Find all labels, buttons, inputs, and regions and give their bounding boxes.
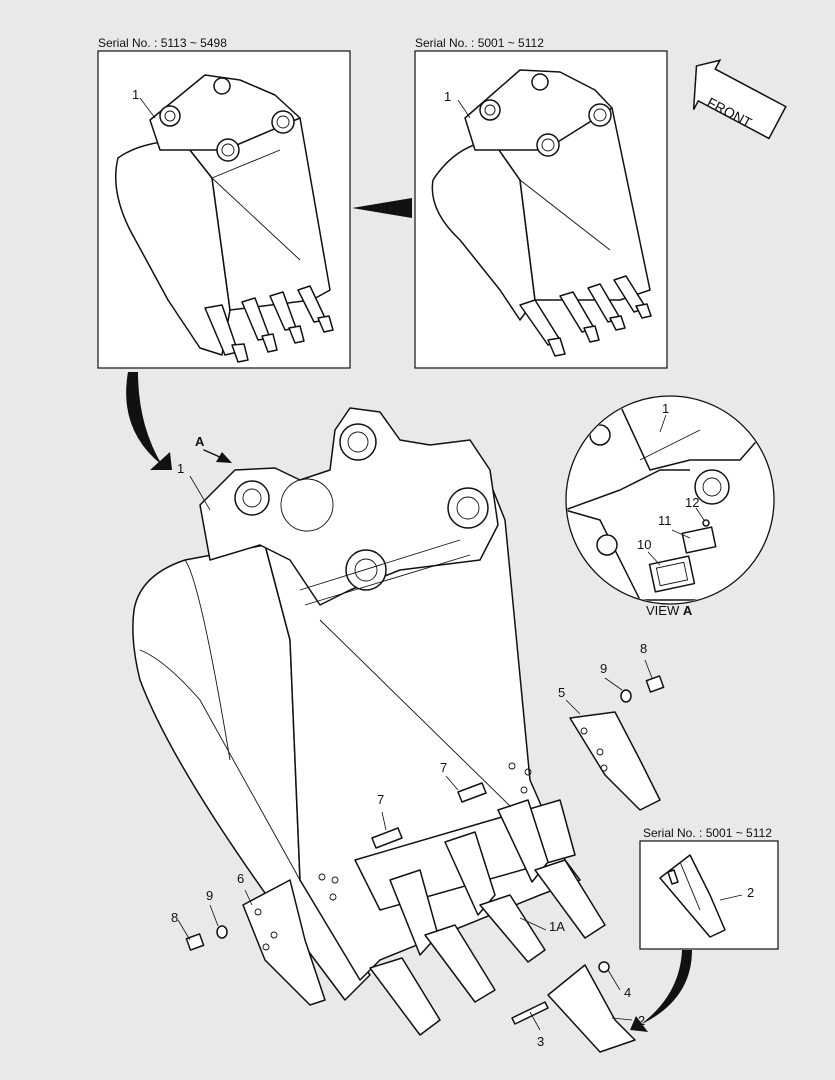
main-callout-9-right: 9 (600, 661, 608, 676)
main-callout-1: 1 (177, 461, 185, 476)
main-callout-7-lower: 7 (377, 792, 385, 807)
inset-left-callout: 1 (132, 87, 140, 102)
view-label: VIEW A (646, 603, 693, 618)
view-a-arrow-icon (203, 449, 232, 463)
main-callout-3: 3 (537, 1034, 545, 1049)
main-callout-7-upper: 7 (440, 760, 448, 775)
curved-arrow-left-icon (126, 372, 162, 465)
view-arrow-letter: A (195, 434, 205, 449)
main-callout-6: 6 (237, 871, 245, 886)
inset-right-serial: Serial No. : 5001 ~ 5112 (415, 36, 544, 50)
replacement-arrow-icon (352, 198, 412, 218)
main-callout-5: 5 (558, 685, 566, 700)
front-arrow-icon (692, 59, 787, 140)
curved-arrow-right-icon (640, 950, 692, 1025)
main-callout-4: 4 (624, 985, 632, 1000)
inset-left-panel (97, 50, 351, 369)
view-callout-11: 11 (658, 513, 672, 528)
main-callout-1a: 1A (549, 919, 565, 934)
main-callout-2: 2 (638, 1013, 646, 1028)
view-callout-12: 12 (685, 495, 700, 510)
main-callout-8-left: 8 (171, 910, 179, 925)
main-bucket-drawing (132, 407, 665, 1053)
inset-left-bucket-drawing (115, 74, 334, 363)
inset-right-callout: 1 (444, 89, 452, 104)
view-callout-10: 10 (637, 537, 652, 552)
view-a-detail (565, 395, 775, 605)
view-callout-1: 1 (662, 401, 670, 416)
main-callout-8-right: 8 (640, 641, 648, 656)
inset-right-bucket-drawing (431, 69, 652, 357)
inset-bottom-panel (639, 840, 779, 950)
main-callout-9-left: 9 (206, 888, 214, 903)
inset-right-panel (414, 50, 668, 369)
inset-bottom-callout: 2 (747, 885, 755, 900)
inset-left-serial: Serial No. : 5113 ~ 5498 (98, 36, 227, 50)
inset-bottom-serial: Serial No. : 5001 ~ 5112 (643, 826, 772, 840)
